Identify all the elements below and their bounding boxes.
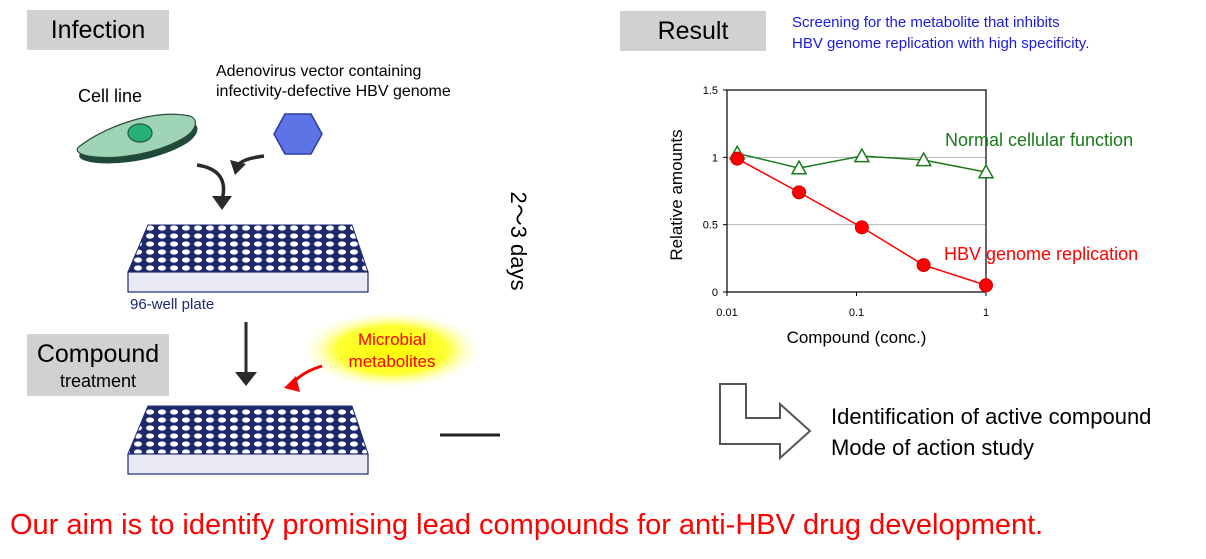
compound-treatment-label: Compound treatment (27, 334, 169, 396)
cell-line-label: Cell line (78, 86, 143, 106)
data-point-hbv (792, 185, 807, 200)
x-tick-label: 0.1 (849, 307, 864, 319)
microbial-label-line1: Microbial (357, 330, 427, 349)
compound-label-text: Compound (36, 340, 160, 368)
microbial-halo (300, 310, 484, 390)
y-tick-label: 1.5 (703, 85, 718, 97)
infection-label-text: Infection (50, 16, 146, 44)
data-point-hbv (979, 278, 993, 293)
y-tick-label: 1 (712, 152, 718, 164)
cell-to-plate-arrow (196, 163, 226, 201)
data-point-normal (790, 159, 808, 175)
y-tick-label: 0 (712, 287, 718, 299)
timeline-connector-bottom (440, 433, 500, 437)
x-axis-label: Compound (conc.) (787, 328, 927, 347)
x-tick-label: 1 (983, 307, 989, 319)
y-axis-label: Relative amounts (667, 129, 686, 260)
screening-note-line1: Screening for the metabolite that inhibi… (792, 14, 1060, 31)
cell-icon (76, 113, 198, 164)
infection-illustration (76, 113, 500, 475)
legend-normal: Normal cellular function (945, 130, 1133, 150)
y-tick-label: 0.5 (703, 220, 718, 232)
microbial-label-line2: metabolites (348, 352, 436, 371)
plate-icon-top (127, 224, 369, 293)
x-tick-label: 0.01 (716, 307, 737, 319)
screening-note-line2: HBV genome replication with high specifi… (792, 35, 1090, 52)
data-point-hbv (730, 151, 745, 166)
data-point-normal (853, 147, 871, 163)
adenovirus-label-line1: Adenovirus vector containing (216, 63, 422, 80)
outcome-line2: Mode of action study (831, 435, 1035, 460)
treatment-label-text: treatment (59, 371, 137, 391)
aim-statement: Our aim is to identify promising lead co… (10, 509, 1044, 541)
result-label: Result (620, 11, 766, 51)
data-point-hbv (916, 258, 931, 273)
legend-hbv: HBV genome replication (944, 244, 1138, 264)
outcome-line1: Identification of active compound (831, 404, 1152, 429)
plate-icon-bottom (127, 405, 369, 475)
outcome-arrow-icon (719, 383, 812, 461)
virus-hexagon-icon (273, 113, 323, 155)
data-point-normal (977, 163, 995, 179)
plate-label: 96-well plate (130, 296, 215, 313)
data-point-hbv (854, 220, 869, 235)
data-point-normal (915, 151, 932, 167)
adenovirus-label-line2: infectivity-defective HBV genome (216, 83, 451, 100)
infection-label: Infection (27, 10, 169, 50)
result-label-text: Result (657, 17, 729, 45)
